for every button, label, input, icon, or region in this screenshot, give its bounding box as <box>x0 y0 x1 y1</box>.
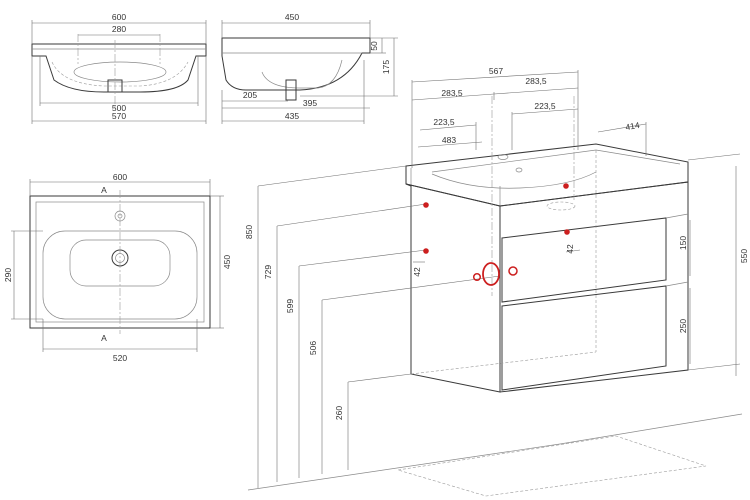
cabinet-side <box>405 183 501 393</box>
top-dim-520: 520 <box>113 353 127 363</box>
side-view-outline <box>221 37 371 91</box>
dim-729: 729 <box>263 265 273 279</box>
dim-550: 550 <box>739 249 749 263</box>
section-label-top: A <box>101 185 107 195</box>
dim-223-left: 223,5 <box>433 117 455 127</box>
marker-dot <box>564 229 570 235</box>
side-dim-450: 450 <box>285 12 299 22</box>
dim-506: 506 <box>308 341 318 355</box>
sink-bowl-edge <box>431 171 597 189</box>
dim-599: 599 <box>285 299 295 313</box>
top-dim-450: 450 <box>222 255 232 269</box>
floor-footprint <box>397 435 707 497</box>
dim-283-left: 283,5 <box>441 88 463 98</box>
dim-283-right-line <box>493 87 579 95</box>
dim-850: 850 <box>244 225 254 239</box>
front-dim-500: 500 <box>112 103 126 113</box>
top-dim-290: 290 <box>3 268 13 282</box>
dim-567: 567 <box>489 66 503 76</box>
marker-dot <box>563 183 569 189</box>
top-view: 600 A A 290 450 520 <box>3 172 232 363</box>
outlet-marker-small <box>472 272 482 282</box>
front-dim-600: 600 <box>112 12 126 22</box>
dim-283-right: 283,5 <box>525 76 547 86</box>
drawer-lower <box>501 285 667 391</box>
dim-150: 150 <box>678 236 688 250</box>
dim-223-right: 223,5 <box>534 101 556 111</box>
dim-223-right-line <box>511 108 579 115</box>
side-dim-205: 205 <box>243 90 257 100</box>
side-view-drain <box>285 79 297 101</box>
side-view: 450 50 175 205 395 435 <box>221 12 398 124</box>
side-dim-175: 175 <box>381 60 391 74</box>
tap-hole <box>497 154 509 160</box>
front-view: 600 280 500 570 <box>31 12 207 124</box>
sink-drain <box>515 167 523 173</box>
dim-223-left-line <box>419 124 477 131</box>
floor-line <box>247 413 743 491</box>
outlet-marker-small <box>508 266 518 276</box>
dim-42-left: 42 <box>412 267 422 277</box>
dim-42-right: 42 <box>565 244 575 254</box>
side-dim-50: 50 <box>369 41 379 51</box>
drawer-upper <box>501 217 667 303</box>
side-dim-435: 435 <box>285 111 299 121</box>
top-dim-600: 600 <box>113 172 127 182</box>
front-view-outline <box>31 43 207 93</box>
dim-414-line <box>597 123 647 133</box>
front-view-bowl <box>73 61 167 83</box>
dim-483: 483 <box>442 135 456 145</box>
front-dim-570: 570 <box>112 111 126 121</box>
outlet-marker-large <box>482 262 500 286</box>
dim-250: 250 <box>678 319 688 333</box>
marker-dot <box>423 248 429 254</box>
siphon <box>546 201 576 211</box>
vanity-perspective: 567 283,5 283,5 223,5 223,5 483 414 850 … <box>244 66 749 497</box>
side-view-bowl <box>261 59 343 89</box>
section-label-bottom: A <box>101 333 107 343</box>
dim-260: 260 <box>334 406 344 420</box>
dim-567-line <box>411 71 579 83</box>
dim-283-left-line <box>411 93 495 101</box>
front-view-bowl-hidden <box>51 61 189 87</box>
marker-dot <box>423 202 429 208</box>
front-dim-280: 280 <box>112 24 126 34</box>
dim-414: 414 <box>625 120 641 132</box>
side-dim-395: 395 <box>303 98 317 108</box>
dim-483-line <box>417 141 483 148</box>
